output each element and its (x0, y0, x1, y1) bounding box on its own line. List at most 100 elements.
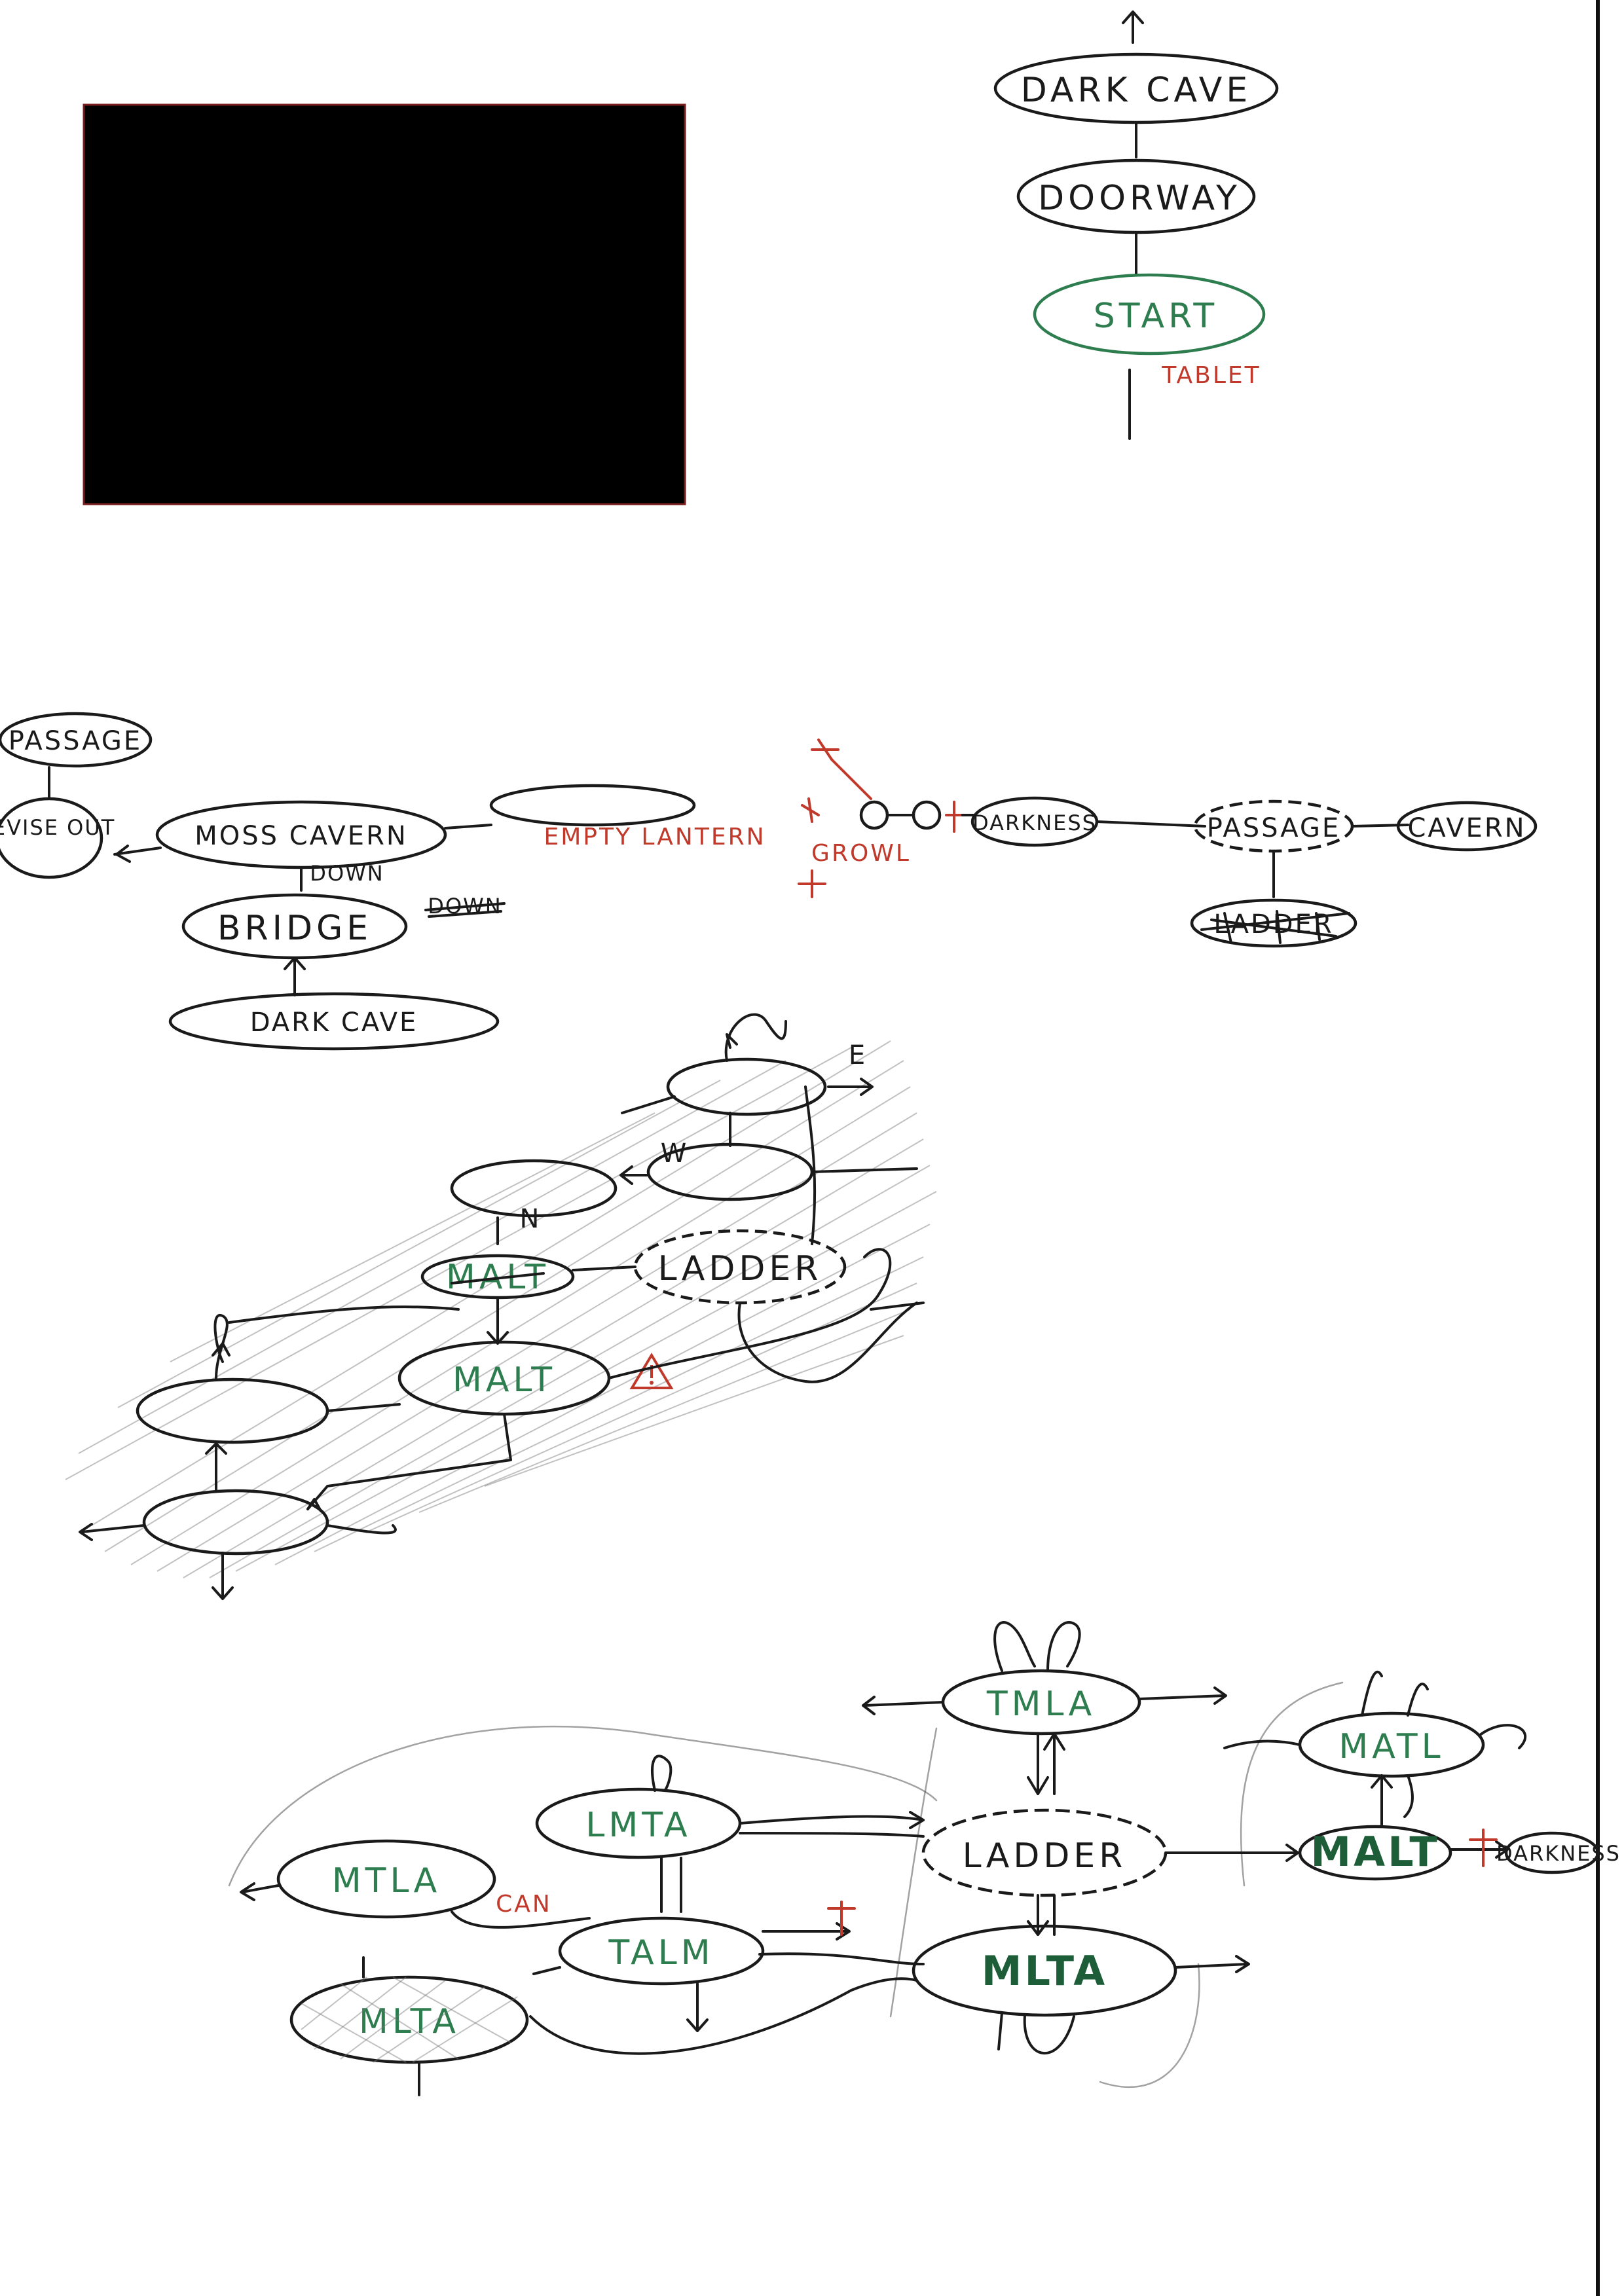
label-dark-cave: DARK CAVE (1021, 71, 1251, 110)
map-4: TMLA MATL MALT DARKNESS LADDER (228, 1621, 1621, 2096)
hatching (65, 1040, 937, 1578)
node-start (1033, 273, 1266, 355)
edge-curve-right-top (1240, 1681, 1344, 1887)
edge-ladder-east (870, 1302, 925, 1311)
edge-malt-ladder (572, 1266, 637, 1271)
label-ladder-struck: LADDER (1213, 909, 1333, 939)
label-mtla: MTLA (332, 1861, 441, 1901)
edge-malt-ladder-loop (608, 1248, 892, 1379)
edge-left-top (228, 1305, 460, 1324)
arrow-right-icon (1235, 1955, 1250, 1973)
edge-moss-lantern (444, 824, 492, 829)
edge-mlta-left-center (529, 1977, 918, 2055)
node-lantern-room (489, 784, 696, 827)
node-left-room (136, 1377, 329, 1444)
arrow-up-icon (1043, 1732, 1065, 1751)
node-malt-struck (420, 1254, 575, 1300)
edge-bottom-east (326, 1524, 397, 1535)
label-mlta-center: MLTA (982, 1947, 1107, 1995)
node-mtla (276, 1839, 496, 1919)
arrow-up-icon (1371, 1774, 1393, 1789)
label-dark-cave-2: DARK CAVE (250, 1008, 418, 1038)
arrow-up-icon (284, 957, 306, 970)
arrow-down-icon (212, 1586, 234, 1600)
node-mlta-left (289, 1975, 529, 2064)
loop-mlta (1023, 2014, 1075, 2055)
edge-bottom-west (81, 1524, 145, 1533)
node-mlta-left-group: MLTA (289, 1975, 529, 2064)
edge-tmla-east (1138, 1694, 1226, 1700)
label-moss-cavern: MOSS CAVERN (194, 821, 408, 851)
label-bridge: BRIDGE (217, 909, 372, 948)
label-n: N (520, 1204, 542, 1234)
edge-tmla-west (863, 1701, 944, 1707)
loop-lmta (651, 1755, 673, 1792)
scribble (1200, 910, 1350, 944)
node-revise-out (0, 797, 103, 879)
edge-w-room-right (811, 1167, 918, 1173)
edge-talm-mlta-center (758, 1952, 925, 1965)
label-doorway: DOORWAY (1038, 179, 1241, 218)
node-n-room (450, 1159, 618, 1218)
label-passage-left: PASSAGE (9, 726, 142, 756)
map-1: DARK CAVE DOORWAY START TABLET (993, 10, 1279, 440)
edge-curve-right (804, 1085, 817, 1245)
edge-curve-right-bottom (1099, 1963, 1200, 2088)
edge-darkness-passage (1096, 820, 1206, 828)
node-mlta-center (912, 1924, 1177, 2017)
label-tmla: TMLA (986, 1685, 1096, 1724)
label-passage-right: PASSAGE (1207, 813, 1340, 843)
map-3: E W N LADDER MALT MALT (65, 1013, 937, 1600)
label-darkness: DARKNESS (972, 811, 1097, 835)
edge-matl-east (1479, 1724, 1527, 1749)
label-malt: MALT (452, 1360, 556, 1400)
node-passage-left (0, 712, 153, 768)
label-down: DOWN (310, 861, 384, 886)
label-ladder-3: LADDER (658, 1249, 822, 1288)
node-bottom-room (142, 1489, 329, 1556)
loop-tmla-2 (1046, 1621, 1081, 1672)
label-empty-lantern: EMPTY LANTERN (544, 824, 766, 850)
edge-long-curve (228, 1725, 938, 1887)
arrow-right-icon (1213, 1686, 1227, 1705)
arrow-left-icon (619, 1165, 633, 1185)
loop-top (724, 1013, 787, 1062)
label-start: START (1094, 297, 1218, 336)
label-tablet: TABLET (1161, 362, 1261, 389)
danger-marks (798, 738, 964, 898)
node-cavern (1396, 801, 1538, 852)
node-ladder-struck (1190, 898, 1357, 948)
arrow-right-icon (1285, 1844, 1299, 1862)
arrow-left-icon (79, 1523, 93, 1541)
edge-mtla-west (241, 1884, 280, 1893)
loop-matl-down (1403, 1774, 1414, 1818)
arrow-left-icon (240, 1882, 255, 1901)
label-can: CAN (496, 1891, 552, 1918)
edge-talm-mlta (532, 1966, 561, 1975)
label-lmta: LMTA (585, 1806, 691, 1845)
label-darkness-4: DARKNESS (1496, 1841, 1621, 1866)
edge-mlta-east (1174, 1963, 1249, 1969)
map-2: PASSAGE REVISE OUT MOSS CAVERN DOWN BRID… (0, 712, 1538, 1051)
arrow-up-icon (205, 1442, 227, 1455)
loop-tmla-1 (993, 1621, 1036, 1672)
label-e: E (849, 1040, 867, 1070)
arrow-down-icon (686, 2018, 709, 2032)
node-malt-4 (1298, 1825, 1452, 1881)
edge-matl-west (1223, 1740, 1301, 1749)
arrow-up-icon (1122, 10, 1144, 24)
label-matl: MATL (1338, 1727, 1444, 1766)
node-small-circle-2 (912, 800, 942, 830)
edge-curve-left (889, 1727, 938, 2018)
edge-left-malt (326, 1403, 401, 1412)
label-mlta-left: MLTA (359, 2002, 460, 2041)
label-talm: TALM (608, 1933, 714, 1973)
edge-mlta-down (997, 2012, 1003, 2050)
arrow-down-icon (1027, 1776, 1049, 1795)
node-talm (558, 1916, 765, 1986)
edge-malt-lower (306, 1413, 512, 1510)
redaction-box (83, 103, 686, 505)
node-dark-cave-2 (168, 992, 500, 1051)
label-growl: GROWL (811, 840, 911, 867)
